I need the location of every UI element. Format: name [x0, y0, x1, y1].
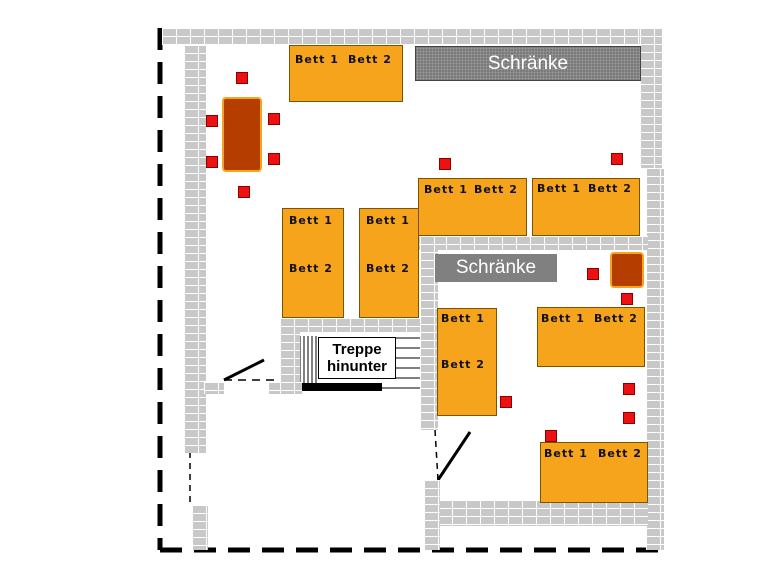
bed-label-2: Bett 2: [348, 53, 392, 66]
chair: [268, 113, 280, 125]
wall-left-bottom: [192, 505, 208, 550]
cabinet-top-label: Schränke: [487, 52, 569, 74]
wall-mid-vertical: [420, 236, 438, 430]
chair: [500, 396, 512, 408]
bed-vertical-1: Bett 1 Bett 2: [282, 208, 344, 318]
chair: [206, 115, 218, 127]
stairs-line-2: hinunter: [327, 358, 387, 375]
cabinet-middle-label: Schränke: [455, 257, 537, 278]
bed-label-1: Bett 1: [424, 183, 468, 196]
wall-stair-top: [280, 318, 422, 332]
chair: [611, 153, 623, 165]
wall-top: [162, 28, 662, 45]
bed-label-1: Bett 1: [441, 312, 485, 325]
stairs-line-1: Treppe: [332, 341, 382, 358]
wall-left: [184, 45, 206, 453]
bed-right-mid: Bett 1 Bett 2: [537, 307, 645, 367]
chair: [621, 293, 633, 305]
door-dash-3: [434, 429, 439, 481]
chair: [587, 268, 599, 280]
wall-bottom-inner: [438, 500, 648, 526]
bed-label-1: Bett 1: [537, 182, 581, 195]
cabinet-middle: Schränke: [435, 254, 557, 282]
bed-label-2: Bett 2: [598, 447, 642, 460]
wall-mid-horizontal: [418, 236, 648, 250]
bed-label-2: Bett 2: [588, 182, 632, 195]
bed-label-2: Bett 2: [289, 262, 333, 275]
bed-label-1: Bett 1: [295, 53, 339, 66]
wall-door-stub-left: [204, 382, 224, 394]
bed-label-2: Bett 2: [366, 262, 410, 275]
wall-bottom-stub: [424, 480, 440, 550]
bed-mid-a: Bett 1 Bett 2: [418, 178, 527, 236]
chair: [238, 186, 250, 198]
bed-label-2: Bett 2: [474, 183, 518, 196]
chair: [623, 412, 635, 424]
stairs-label: Treppe hinunter: [318, 337, 396, 379]
bed-top-left: Bett 1 Bett 2: [289, 45, 403, 102]
bed-label-2: Bett 2: [594, 312, 638, 325]
chair: [206, 156, 218, 168]
cabinet-top: Schränke: [415, 46, 641, 81]
bed-label-2: Bett 2: [441, 358, 485, 371]
wall-right-upper: [640, 28, 662, 168]
bed-right-bottom: Bett 1 Bett 2: [540, 442, 648, 503]
bed-vertical-3: Bett 1 Bett 2: [437, 308, 497, 416]
chair: [439, 158, 451, 170]
chair: [268, 153, 280, 165]
door-swing-2: [436, 431, 472, 481]
table-left: [222, 97, 262, 172]
wall-stair-left: [280, 318, 300, 394]
bed-label-1: Bett 1: [366, 214, 410, 227]
chair: [545, 430, 557, 442]
bed-label-1: Bett 1: [289, 214, 333, 227]
table-right: [610, 252, 644, 288]
bed-label-1: Bett 1: [541, 312, 585, 325]
chair: [236, 72, 248, 84]
chair: [623, 383, 635, 395]
bed-label-1: Bett 1: [544, 447, 588, 460]
bed-mid-b: Bett 1 Bett 2: [532, 178, 640, 236]
wall-right-lower: [646, 168, 664, 550]
bed-vertical-2: Bett 1 Bett 2: [359, 208, 419, 318]
door-swing-1: [223, 358, 265, 382]
